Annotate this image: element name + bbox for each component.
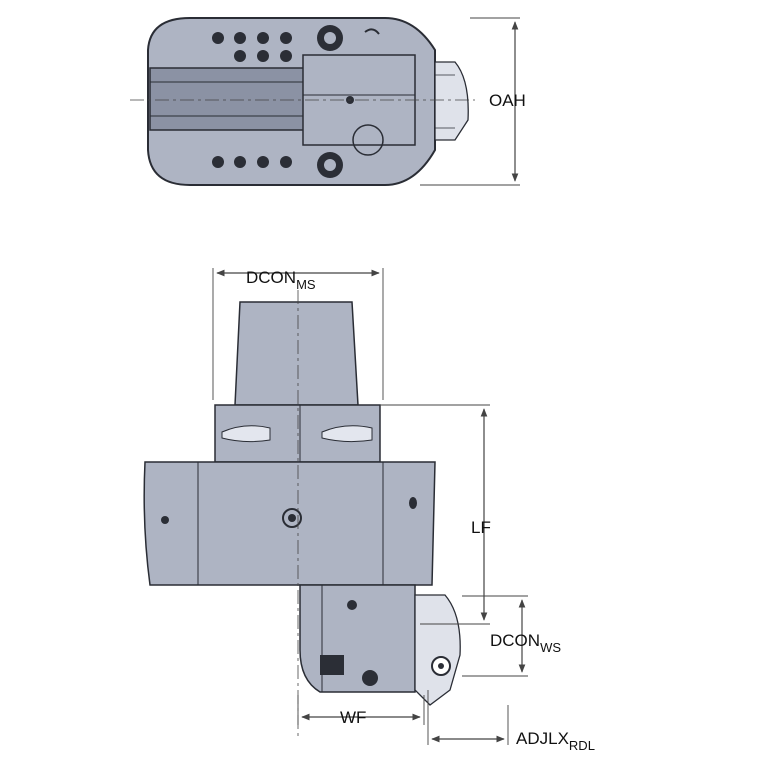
top-rail: [149, 67, 306, 131]
body-screw-center: [282, 508, 302, 528]
cartridge: [299, 584, 416, 693]
cartridge-pad: [320, 655, 344, 675]
oah-label: OAH: [489, 91, 526, 110]
front-view: DCONMS LF DCONWS WF ADJLXRDL: [143, 268, 595, 753]
dcon-ws-label: DCONWS: [490, 631, 561, 655]
shank: [234, 301, 359, 406]
insert-holder: [414, 594, 461, 706]
collar-slot-right: [321, 425, 373, 443]
top-insert: [434, 61, 469, 141]
adjlx-rdl-label: ADJLXRDL: [516, 729, 595, 753]
cartridge-hole: [347, 600, 357, 610]
top-holes-lower: [212, 156, 292, 168]
wf-label: WF: [340, 708, 366, 727]
main-body: [143, 461, 436, 586]
top-bore: [352, 124, 384, 156]
top-holes-upper: [212, 32, 292, 62]
cartridge-screw: [362, 670, 378, 686]
lf-label: LF: [471, 518, 491, 537]
body-hole-right: [409, 497, 417, 509]
dcon-ms-label: DCONMS: [246, 268, 316, 292]
top-view: OAH: [130, 17, 526, 186]
body-hole-left: [161, 516, 169, 524]
collar-slot-left: [221, 425, 271, 443]
